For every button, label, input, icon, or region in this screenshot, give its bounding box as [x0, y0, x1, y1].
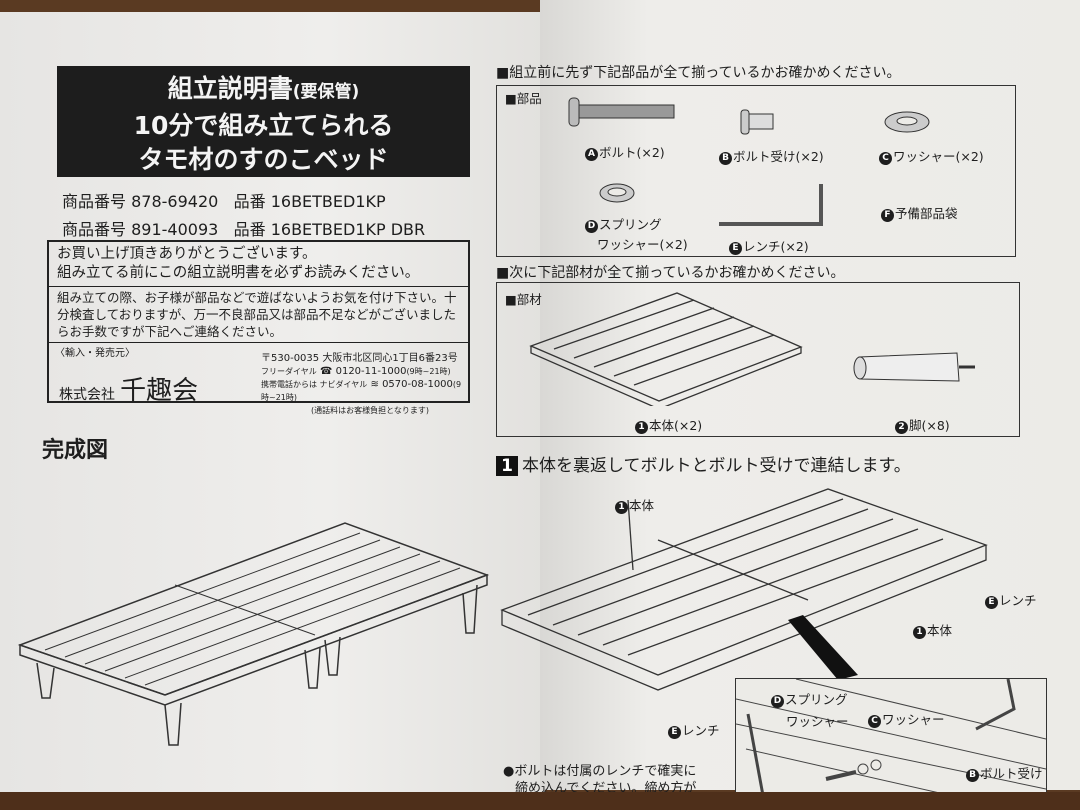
info-box: お買い上げ頂きありがとうございます。組み立てる前にこの組立説明書を必ずお読みくだ…	[47, 240, 470, 415]
members-box-label: ■部材	[505, 292, 542, 307]
step-number: 1	[496, 456, 518, 476]
parts-heading: ■組立前に先ず下記部品が全て揃っているかお確かめください。	[496, 65, 901, 81]
company: 株式会社 千趣会	[59, 376, 199, 406]
callout-spring-washer-2: ワッシャー	[786, 714, 849, 729]
title-note: (要保管)	[292, 82, 360, 102]
bolt-receiver-icon	[740, 109, 774, 135]
thanks-text: お買い上げ頂きありがとうございます。	[57, 246, 317, 262]
product-number-row: 商品番号 878-69420 品番 16BETBED1KP	[62, 192, 386, 211]
title-line2: 10分で組み立てられる	[133, 111, 394, 140]
step1-text: 本体を裏返してボルトとボルト受けで連結します。	[522, 456, 911, 476]
title-block: 組立説明書(要保管) 10分で組み立てられる タモ材のすのこベッド	[57, 66, 470, 177]
spring-washer-icon	[599, 183, 635, 203]
importer-label: 〈輸入・発売元〉	[55, 348, 135, 359]
table-surface	[0, 792, 1080, 810]
completed-bed-illustration	[17, 522, 490, 746]
part-d-line2: ワッシャー(×2)	[597, 237, 688, 252]
parts-box-label: ■部品	[505, 91, 542, 106]
read-notice: 組み立てる前にこの組立説明書を必ずお読みください。	[57, 265, 420, 281]
note-line1: ●ボルトは付属のレンチで確実に	[503, 764, 697, 779]
title-line1: 組立説明書	[167, 74, 293, 103]
caution-text: 組み立ての際、お子様が部品などで遊ばないようお気を付け下さい。十分検査しておりま…	[49, 287, 468, 343]
contact-block: 〒530-0035 大阪市北区同心1丁目6番23号 フリーダイヤル ☎ 0120…	[261, 353, 462, 415]
bed-body-icon	[529, 292, 803, 406]
detail-illustration	[736, 679, 1046, 801]
leg-icon	[853, 352, 975, 382]
right-page	[540, 0, 1080, 790]
product-number-row: 商品番号 891-40093 品番 16BETBED1KP DBR	[62, 220, 426, 239]
bolt-icon	[568, 97, 675, 127]
members-heading: ■次に下記部材が全て揃っているかお確かめください。	[496, 265, 845, 281]
step1-bed-illustration	[500, 488, 988, 691]
washer-icon	[884, 111, 930, 133]
hex-wrench-icon	[719, 184, 823, 226]
title-line3: タモ材のすのこベッド	[138, 145, 389, 174]
completed-diagram-label: 完成図	[42, 438, 109, 463]
